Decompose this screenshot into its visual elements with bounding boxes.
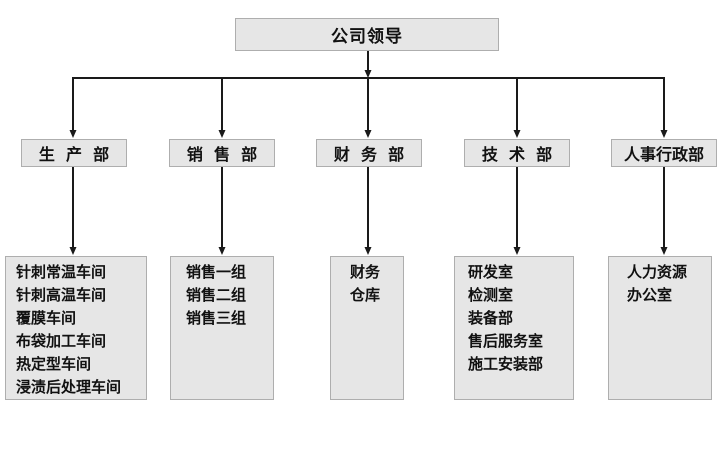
unit-item: 装备部 bbox=[468, 309, 514, 327]
org-node-technology-units: 研发室 检测室 装备部 售后服务室 施工安装部 bbox=[454, 256, 574, 400]
unit-item: 售后服务室 bbox=[468, 332, 544, 350]
org-node-technology-dept-label: 技 术 部 bbox=[481, 145, 553, 164]
unit-item: 研发室 bbox=[468, 263, 514, 281]
unit-item: 针刺高温车间 bbox=[16, 286, 107, 304]
org-node-production-dept: 生 产 部 bbox=[21, 139, 127, 167]
org-node-production-units: 针刺常温车间 针刺高温车间 覆膜车间 布袋加工车间 热定型车间 浸渍后处理车间 bbox=[5, 256, 147, 400]
org-node-finance-units: 财务 仓库 bbox=[330, 256, 404, 400]
unit-item: 仓库 bbox=[350, 286, 381, 304]
unit-item: 浸渍后处理车间 bbox=[16, 378, 122, 396]
org-node-company-leadership: 公司领导 bbox=[235, 18, 499, 51]
unit-item: 销售三组 bbox=[186, 309, 247, 327]
unit-item: 办公室 bbox=[627, 286, 673, 304]
org-node-company-leadership-label: 公司领导 bbox=[331, 27, 403, 47]
org-node-finance-dept-label: 财 务 部 bbox=[333, 145, 405, 164]
unit-item: 销售一组 bbox=[186, 263, 247, 281]
unit-item: 财务 bbox=[350, 263, 381, 281]
unit-item: 销售二组 bbox=[186, 286, 247, 304]
org-node-technology-dept: 技 术 部 bbox=[464, 139, 570, 167]
org-node-hr-admin-units: 人力资源 办公室 bbox=[608, 256, 712, 400]
unit-item: 布袋加工车间 bbox=[16, 332, 107, 350]
org-node-hr-admin-dept: 人事行政部 bbox=[611, 139, 717, 167]
unit-item: 施工安装部 bbox=[468, 355, 544, 373]
unit-item: 检测室 bbox=[468, 286, 514, 304]
unit-item: 覆膜车间 bbox=[16, 309, 77, 327]
unit-item: 人力资源 bbox=[627, 263, 688, 281]
org-node-sales-dept-label: 销 售 部 bbox=[186, 145, 258, 164]
unit-item: 热定型车间 bbox=[16, 355, 92, 373]
org-node-sales-units: 销售一组 销售二组 销售三组 bbox=[170, 256, 274, 400]
org-node-sales-dept: 销 售 部 bbox=[169, 139, 275, 167]
org-node-finance-dept: 财 务 部 bbox=[316, 139, 422, 167]
org-node-production-dept-label: 生 产 部 bbox=[38, 145, 110, 164]
unit-item: 针刺常温车间 bbox=[16, 263, 107, 281]
org-node-hr-admin-dept-label: 人事行政部 bbox=[623, 145, 704, 164]
